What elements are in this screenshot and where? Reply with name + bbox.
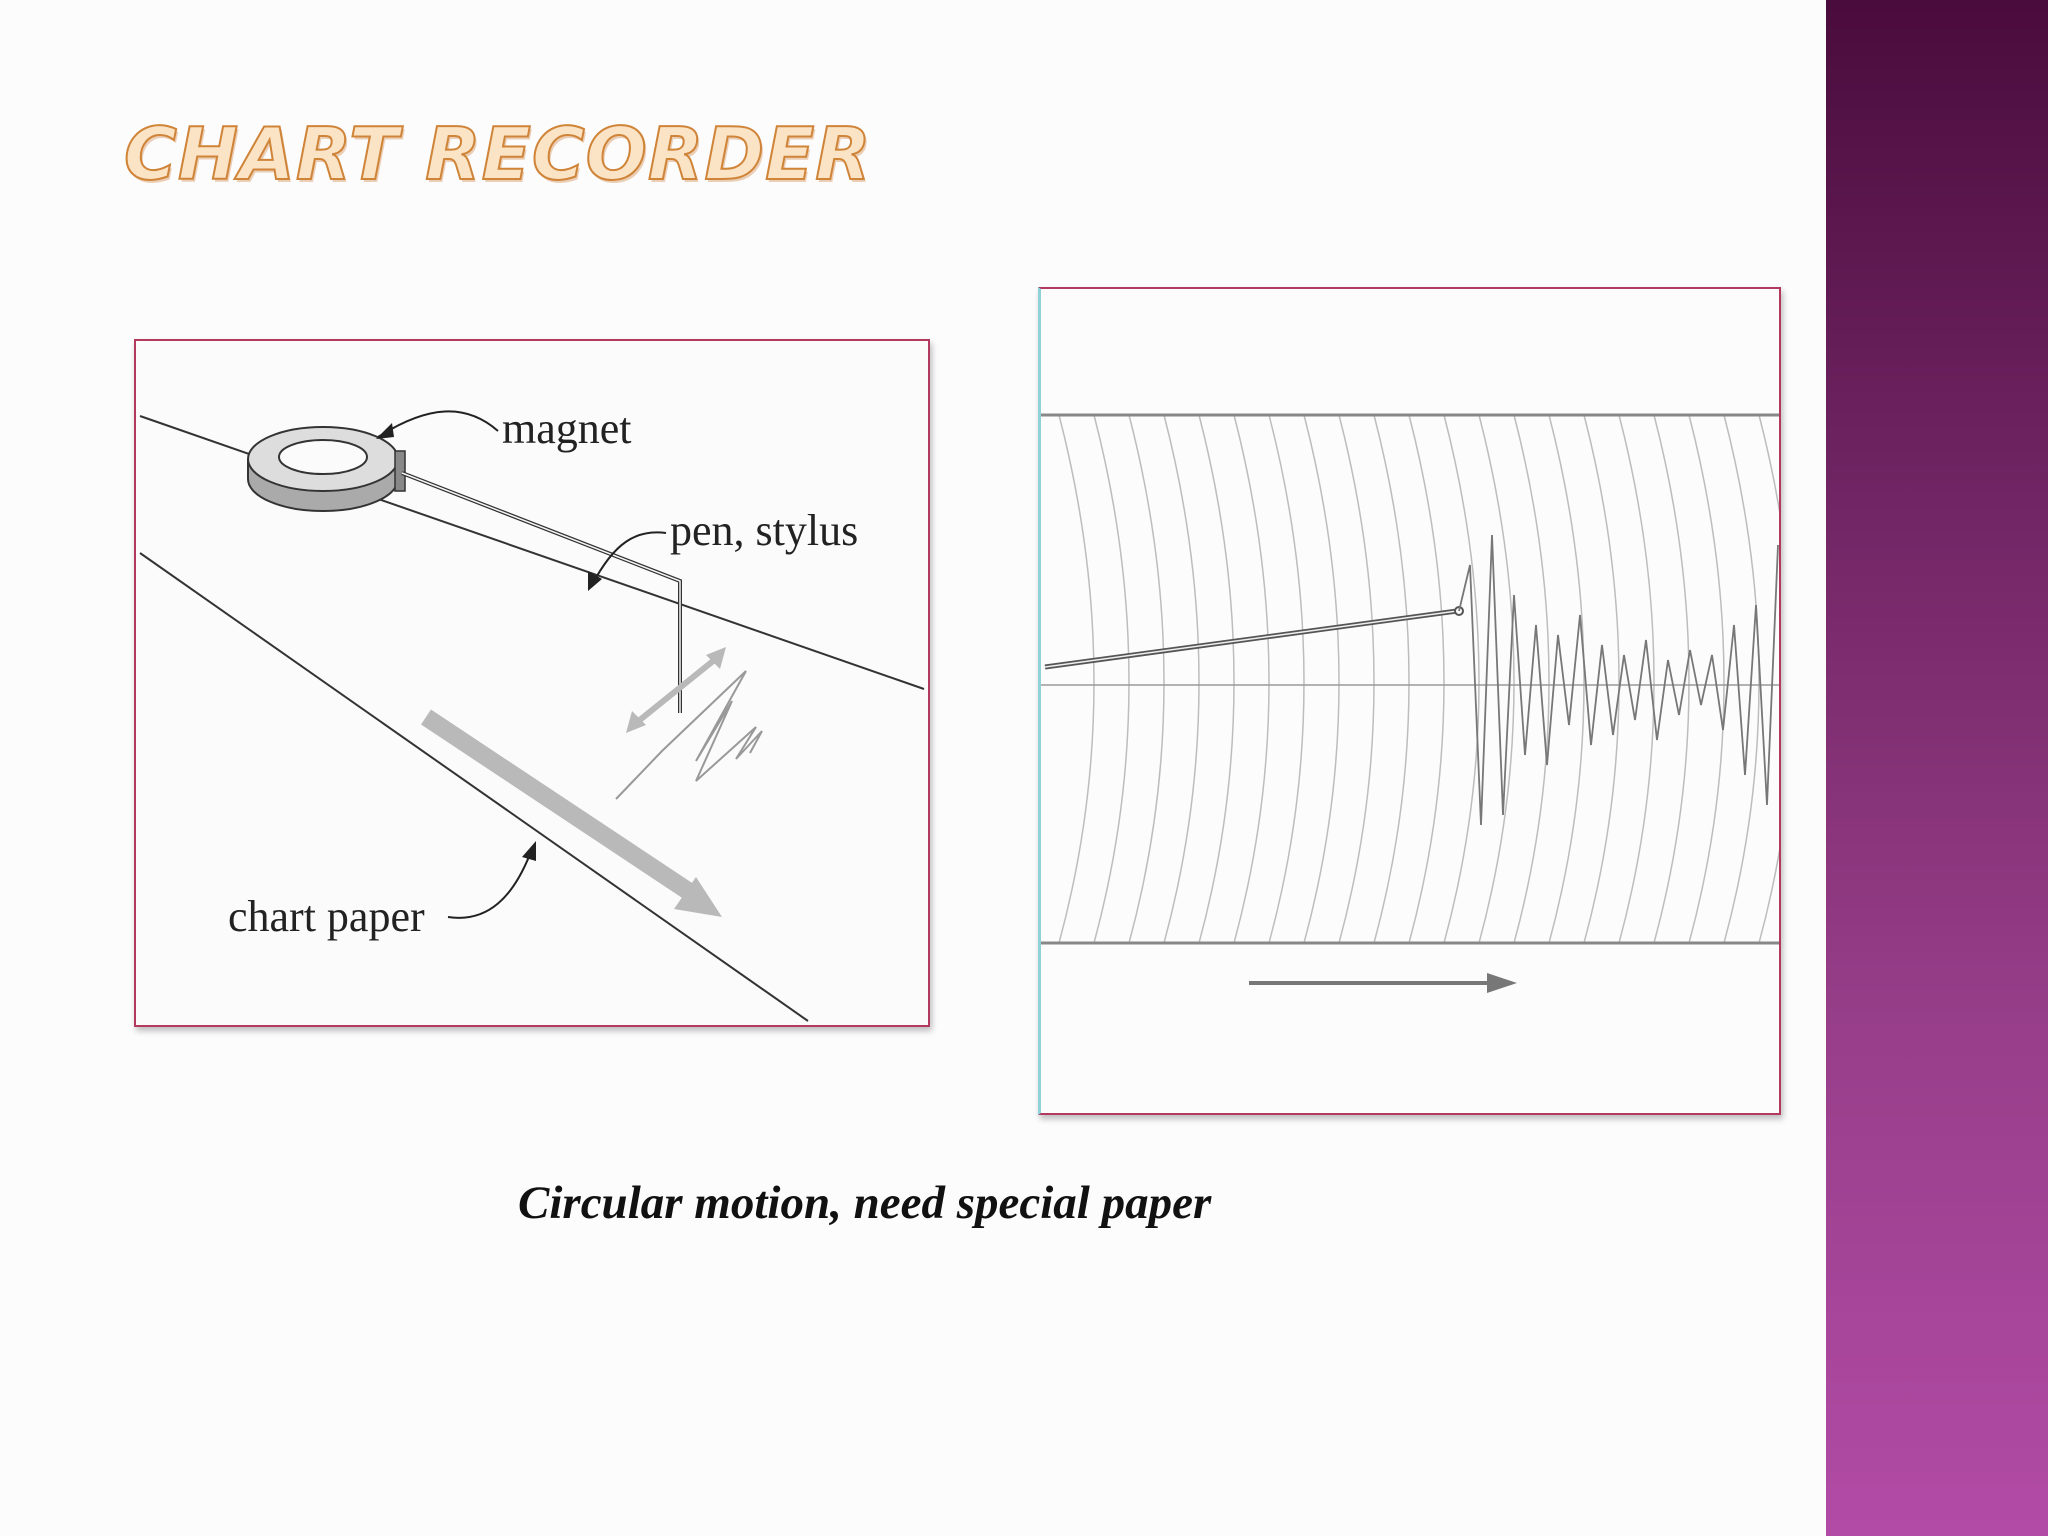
paper-motion-arrow — [421, 709, 722, 917]
magnet-pointer — [377, 410, 499, 438]
curved-grid-lines — [1058, 414, 1779, 944]
grid-arc — [1653, 414, 1690, 944]
recorded-trace — [1458, 534, 1779, 826]
magnet-ring — [247, 426, 406, 512]
grid-arc — [1198, 414, 1235, 944]
grid-arc — [1513, 414, 1550, 944]
curvilinear-chart-figure — [1038, 287, 1781, 1115]
grid-arc — [1093, 414, 1130, 944]
pen-pointer — [591, 531, 667, 586]
pen-oscillation-arrow — [626, 647, 726, 733]
grid-arc — [1373, 414, 1410, 944]
pen-stylus-label: pen, stylus — [670, 506, 858, 555]
pen-trace — [615, 670, 763, 800]
paper-direction-arrow — [1249, 973, 1517, 993]
grid-arc — [1268, 414, 1305, 944]
grid-arc — [1338, 414, 1375, 944]
grid-arc — [1303, 414, 1340, 944]
grid-arc — [1723, 414, 1760, 944]
grid-arc — [1058, 414, 1095, 944]
grid-arc — [1478, 414, 1515, 944]
grid-arc — [1548, 414, 1585, 944]
decorative-sidebar — [1826, 0, 2048, 1536]
pen-stylus — [401, 471, 682, 713]
grid-arc — [1583, 414, 1620, 944]
recorder-mechanism-diagram: magnet pen, stylus chart paper — [139, 404, 925, 1022]
grid-arc — [1758, 414, 1779, 944]
paper-pointer — [447, 848, 533, 919]
grid-arc — [1443, 414, 1480, 944]
recorder-mechanism-figure: magnet pen, stylus chart paper — [134, 339, 930, 1027]
grid-arc — [1618, 414, 1655, 944]
grid-arc — [1233, 414, 1270, 944]
magnet-label: magnet — [502, 404, 632, 453]
chart-paper-label: chart paper — [228, 892, 425, 941]
figure-caption: Circular motion, need special paper — [518, 1177, 1212, 1229]
paper-lower-edge — [139, 552, 809, 1022]
slide-title: CHART RECORDER — [123, 112, 872, 196]
grid-arc — [1688, 414, 1725, 944]
grid-arc — [1128, 414, 1165, 944]
curvilinear-chart-diagram — [1041, 289, 1779, 1113]
grid-arc — [1163, 414, 1200, 944]
grid-arc — [1408, 414, 1445, 944]
